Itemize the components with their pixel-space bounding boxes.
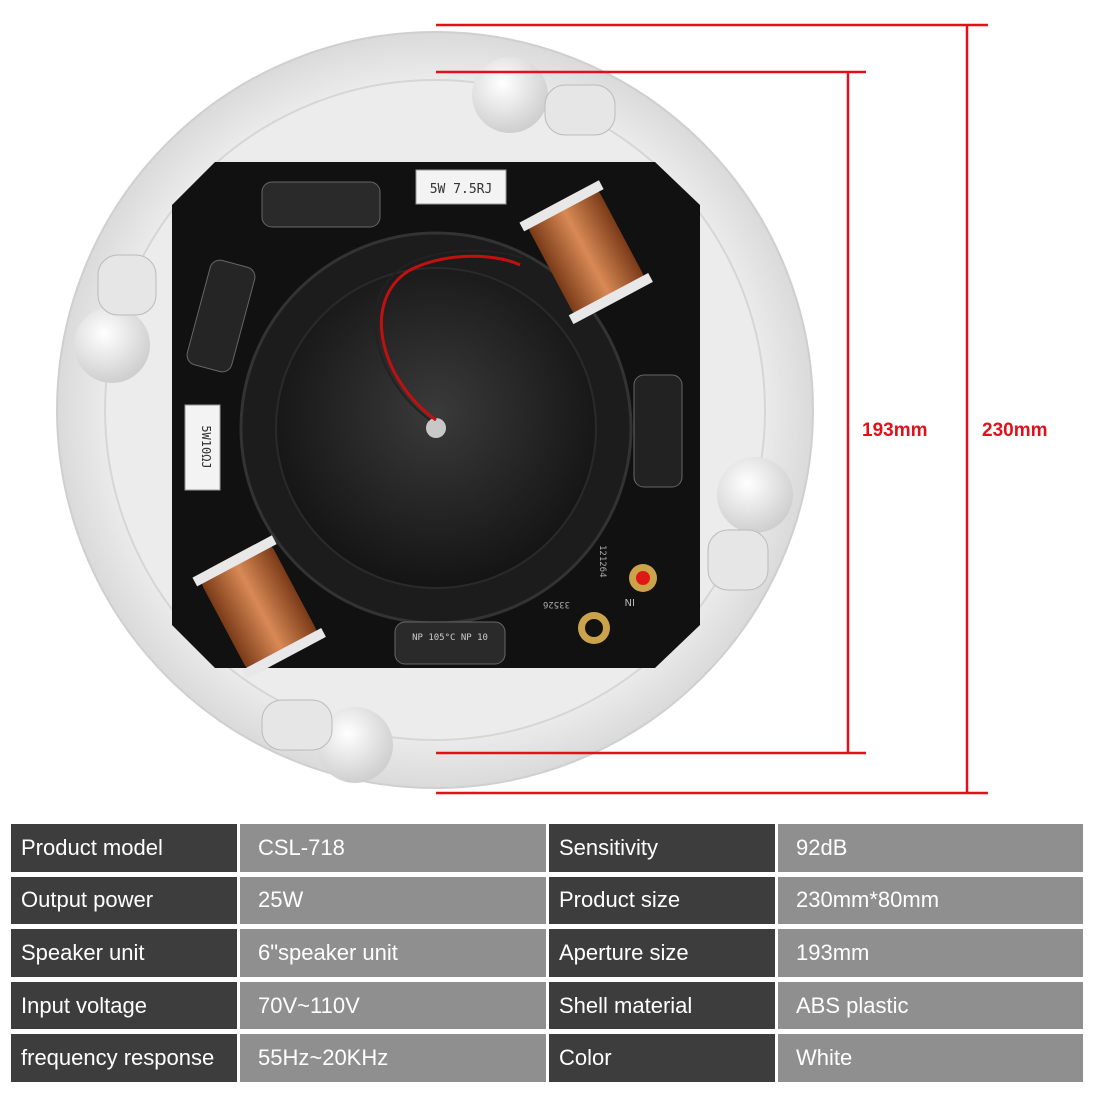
spec-label: Product model <box>11 824 237 872</box>
spec-table: Product model CSL-718 Sensitivity 92dB O… <box>8 819 1086 1087</box>
spec-row: frequency response 55Hz~20KHz Color Whit… <box>11 1034 1083 1082</box>
capacitor-left <box>186 259 256 373</box>
dimension-193mm: 193mm <box>862 420 928 441</box>
mounting-clips <box>74 57 793 783</box>
dimension-lines <box>436 23 988 795</box>
input-label: IN <box>625 596 635 607</box>
capacitor-bottom-label: NP 105°C NP 10 <box>412 633 488 643</box>
spec-label: Input voltage <box>11 981 237 1030</box>
spec-value: ABS plastic <box>778 981 1083 1030</box>
spec-label: frequency response <box>11 1034 237 1082</box>
dimension-230mm: 230mm <box>982 420 1048 441</box>
spec-value: White <box>778 1034 1083 1082</box>
spec-value: CSL-718 <box>240 824 546 872</box>
spec-value: 25W <box>240 876 546 925</box>
resistor-top <box>415 169 507 205</box>
spec-row: Speaker unit 6"speaker unit Aperture siz… <box>11 929 1083 977</box>
capacitor-top <box>261 181 381 228</box>
resistor-left-label: 5W10ΩJ <box>199 425 213 468</box>
spec-row: Output power 25W Product size 230mm*80mm <box>11 876 1083 925</box>
resistor-left <box>184 404 221 491</box>
board-code-1: 33526 <box>543 599 570 609</box>
spec-label: Shell material <box>549 981 775 1030</box>
spec-value: 193mm <box>778 929 1083 977</box>
spec-label: Aperture size <box>549 929 775 977</box>
spec-label: Product size <box>549 876 775 925</box>
speaker-center <box>426 418 446 438</box>
capacitor-right <box>633 374 683 488</box>
spec-label: Color <box>549 1034 775 1082</box>
capacitor-bottom <box>394 621 506 665</box>
speaker-photo: 5W 7.5RJ 5W10ΩJ NP 105°C NP 10 33526 121… <box>56 23 988 795</box>
spec-value: 92dB <box>778 824 1083 872</box>
coil-bottom-left <box>192 535 326 680</box>
spec-value: 70V~110V <box>240 981 546 1030</box>
spec-label: Sensitivity <box>549 824 775 872</box>
spec-value: 6"speaker unit <box>240 929 546 977</box>
spec-row: Input voltage 70V~110V Shell material AB… <box>11 981 1083 1030</box>
red-wire <box>379 254 521 422</box>
spec-row: Product model CSL-718 Sensitivity 92dB <box>11 824 1083 872</box>
spec-label: Speaker unit <box>11 929 237 977</box>
coil-top-right <box>519 180 653 325</box>
spec-value: 230mm*80mm <box>778 876 1083 925</box>
board-code-2: 121264 <box>597 545 607 578</box>
resistor-top-label: 5W 7.5RJ <box>430 182 493 197</box>
spec-value: 55Hz~20KHz <box>240 1034 546 1082</box>
spec-label: Output power <box>11 876 237 925</box>
